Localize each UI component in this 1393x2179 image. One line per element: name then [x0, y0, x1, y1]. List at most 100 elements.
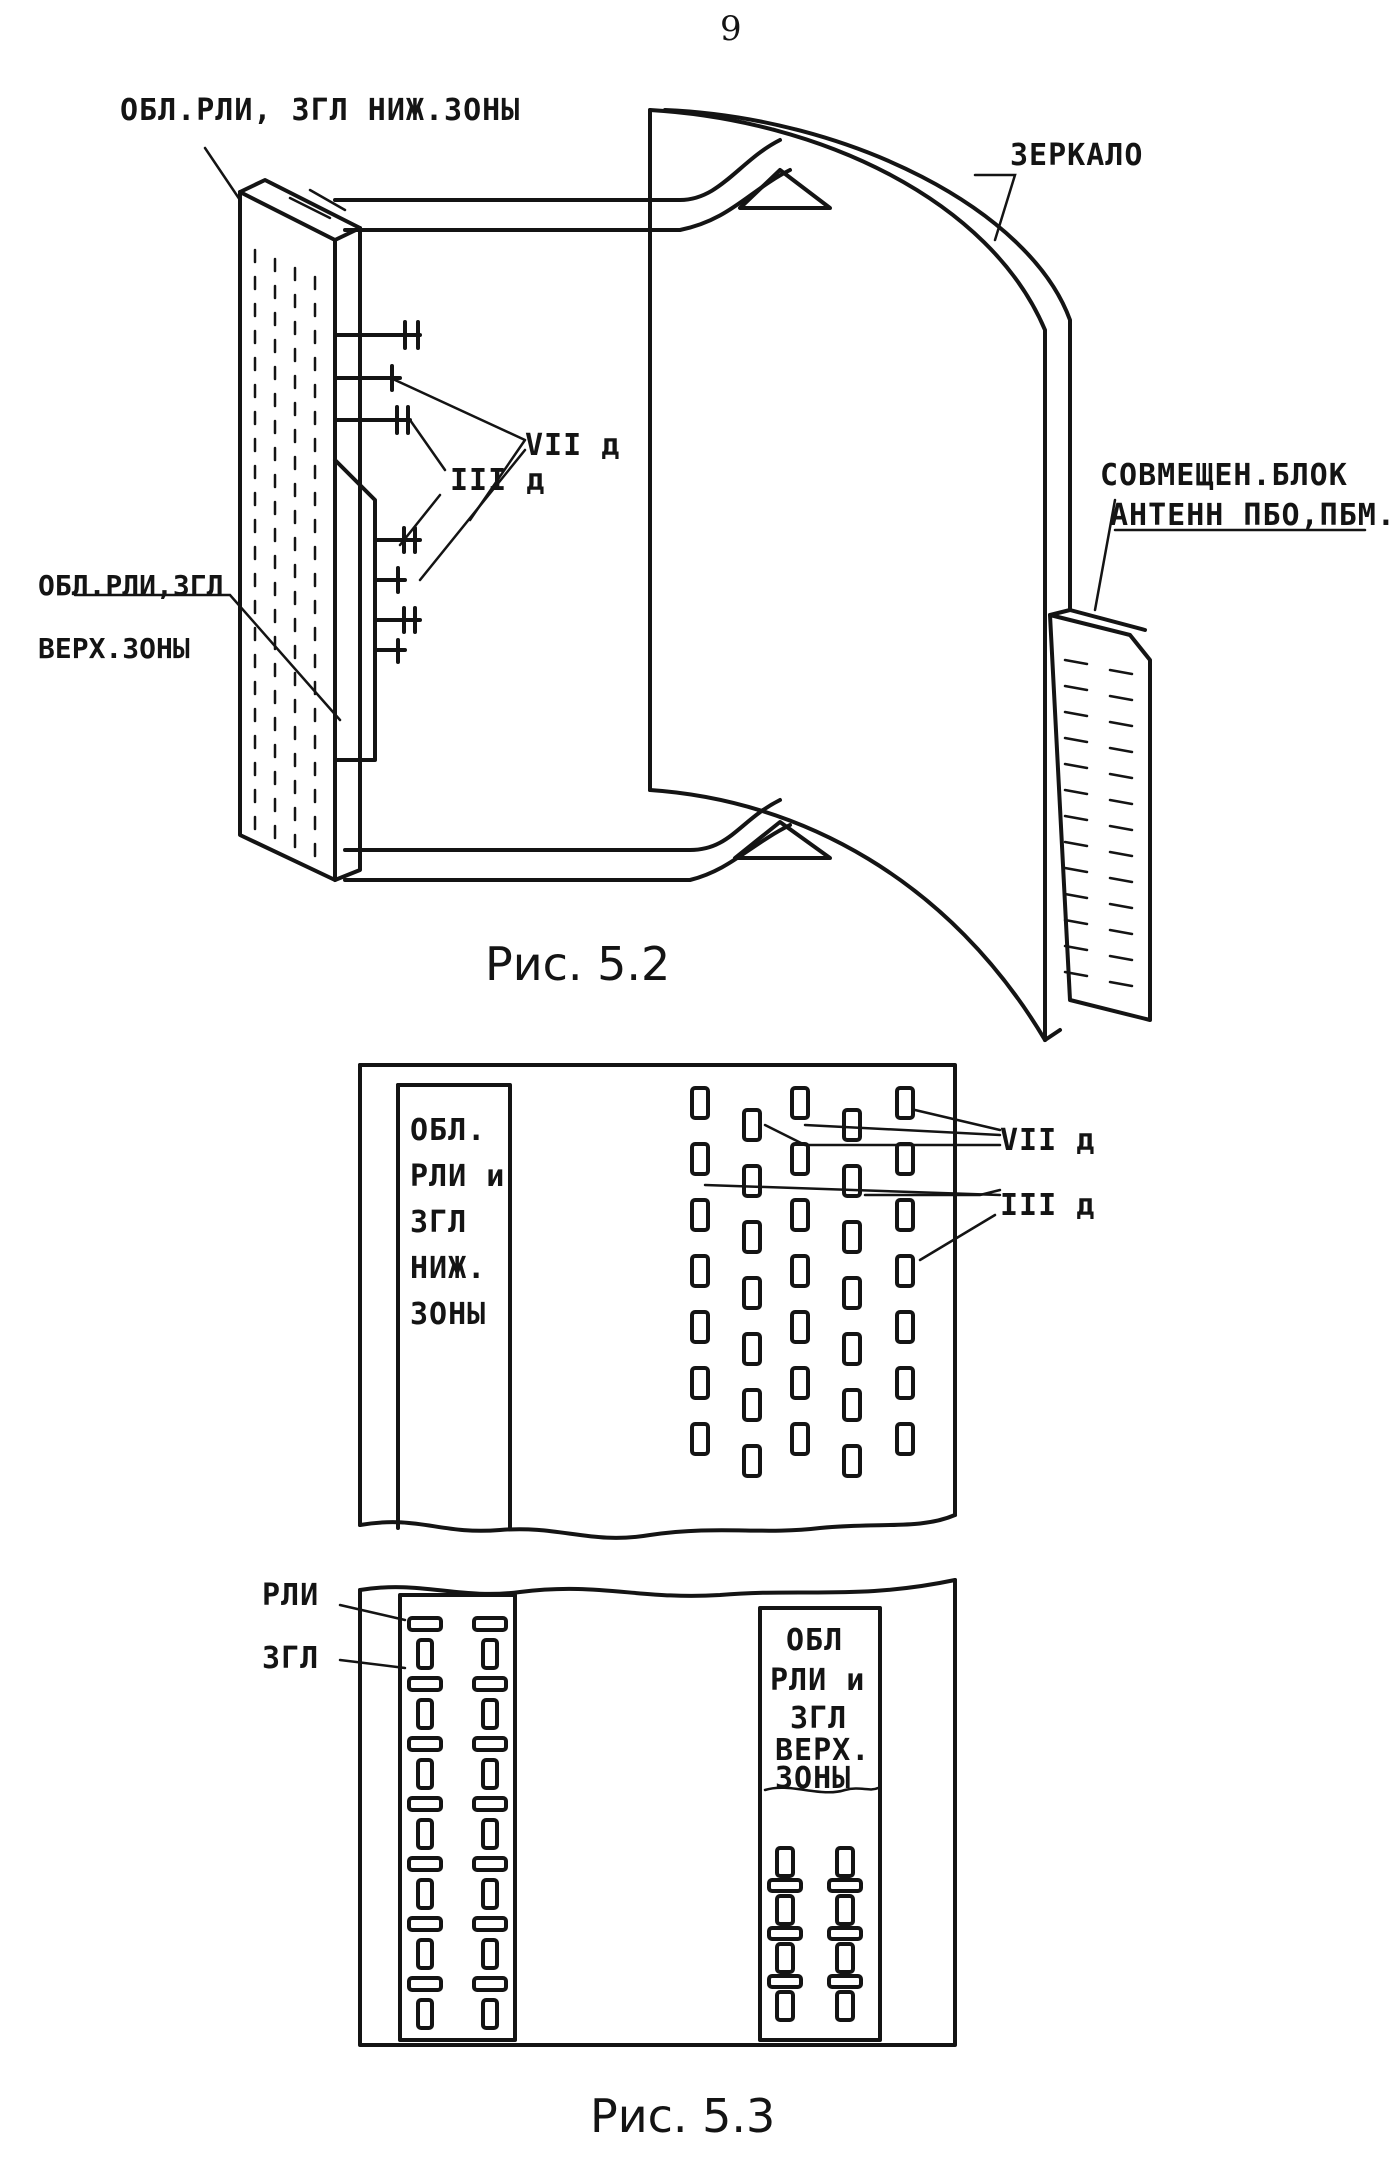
slot-element [790, 1422, 810, 1456]
block-element-mark [1108, 824, 1134, 832]
reflector-mirror [648, 108, 1072, 1042]
slot-element [790, 1198, 810, 1232]
slot-element [690, 1422, 710, 1456]
zgl-element [416, 1998, 434, 2030]
zgl-element [775, 1846, 795, 1878]
slot-element [895, 1198, 915, 1232]
zgl-element [416, 1638, 434, 1670]
label-combined-block-2: АНТЕНН ПБО,ПБМ. [1110, 498, 1393, 533]
block-element-mark [1063, 970, 1089, 978]
block-element-mark [1108, 902, 1134, 910]
block-element-mark [1108, 668, 1134, 676]
figure-5-3: ОБЛ. РЛИ и ЗГЛ НИЖ. ЗОНЫ VII д III д ОБЛ… [262, 1063, 1095, 2143]
block-element-mark [1063, 684, 1089, 692]
slot-element [790, 1254, 810, 1288]
slot-element [790, 1366, 810, 1400]
slot-element [790, 1142, 810, 1176]
zgl-element [775, 1894, 795, 1926]
slot-element [742, 1164, 762, 1198]
fig52-leader-lines [73, 146, 1367, 722]
block-element-mark [1108, 980, 1134, 988]
zgl-element [835, 1846, 855, 1878]
block-element-mark [1063, 892, 1089, 900]
rli-element [472, 1856, 508, 1872]
upper-panel-dipole-grid [690, 1086, 915, 1478]
fig53-leader-lines [703, 1108, 1002, 1262]
lower-zone-feed-panel [238, 178, 362, 882]
zgl-element [416, 1938, 434, 1970]
rli-element [407, 1796, 443, 1812]
block-element-mark [1063, 710, 1089, 718]
rli-element [767, 1974, 803, 1989]
feed-panel-dipoles [253, 248, 317, 858]
block-element-mark [1108, 746, 1134, 754]
rli-element [407, 1916, 443, 1932]
slot-element [895, 1254, 915, 1288]
zgl-element [481, 1998, 499, 2030]
label-mirror: ЗЕРКАЛО [1010, 138, 1143, 173]
slot-element [690, 1086, 710, 1120]
rli-element [407, 1976, 443, 1992]
upper-zone-feed-panel [333, 458, 377, 762]
slot-element [690, 1366, 710, 1400]
zgl-element [481, 1818, 499, 1850]
slot-element [842, 1444, 862, 1478]
zgl-element [835, 1990, 855, 2022]
fig53-label-vii-d: VII д [1000, 1123, 1095, 1158]
rli-element [472, 1916, 508, 1932]
slot-element [742, 1276, 762, 1310]
rli-element [407, 1616, 443, 1632]
slot-element [690, 1198, 710, 1232]
upper-antenna-panel [358, 1063, 957, 1540]
slot-element [842, 1388, 862, 1422]
slot-element [790, 1086, 810, 1120]
rli-element [827, 1926, 863, 1941]
block-element-mark [1108, 850, 1134, 858]
fig53-rli-zgl-leaders [338, 1603, 407, 1670]
label-lower-zone: ОБЛ.РЛИ, ЗГЛ НИЖ.ЗОНЫ [120, 93, 520, 128]
rli-element [407, 1676, 443, 1692]
lower-panel-label-4: ВЕРХ. [775, 1733, 870, 1768]
rli-element [767, 1878, 803, 1893]
zgl-element [835, 1894, 855, 1926]
rli-element [472, 1676, 508, 1692]
rli-element [472, 1736, 508, 1752]
slot-element [842, 1276, 862, 1310]
lower-panel-left-dipoles [407, 1616, 508, 2030]
block-element-mark [1063, 866, 1089, 874]
block-element-mark [1063, 814, 1089, 822]
caption-fig-5-2: Рис. 5.2 [485, 937, 670, 991]
upper-panel-label-2: РЛИ и [410, 1159, 505, 1194]
dipole-stubs [333, 320, 422, 664]
slot-element [842, 1332, 862, 1366]
block-element-mark [1108, 928, 1134, 936]
slot-element [895, 1086, 915, 1120]
upper-panel-label-1: ОБЛ. [410, 1113, 486, 1148]
block-element-mark [1063, 840, 1089, 848]
support-frame [333, 138, 832, 882]
block-element-mark [1063, 944, 1089, 952]
rli-element [472, 1976, 508, 1992]
zgl-element [775, 1942, 795, 1974]
zgl-element [775, 1990, 795, 2022]
label-vii-d: VII д [525, 428, 620, 463]
lower-panel-label-3: ЗГЛ [790, 1701, 847, 1736]
combined-antenna-block [1048, 608, 1152, 1022]
slot-element [742, 1388, 762, 1422]
block-element-mark [1108, 720, 1134, 728]
zgl-element [481, 1758, 499, 1790]
label-upper-zone-2: ВЕРХ.ЗОНЫ [38, 632, 190, 665]
figure-5-2: ОБЛ.РЛИ, ЗГЛ НИЖ.ЗОНЫ ЗЕРКАЛО СОВМЕЩЕН.Б… [38, 93, 1393, 1042]
rli-element [472, 1796, 508, 1812]
zgl-element [416, 1698, 434, 1730]
lower-panel-label-1: ОБЛ [786, 1623, 843, 1658]
rli-element [827, 1878, 863, 1893]
slot-element [842, 1108, 862, 1142]
block-element-mark [1063, 736, 1089, 744]
rli-element [827, 1974, 863, 1989]
rli-element [472, 1616, 508, 1632]
label-iii-d: III д [450, 463, 545, 498]
slot-element [690, 1142, 710, 1176]
block-element-mark [1108, 798, 1134, 806]
